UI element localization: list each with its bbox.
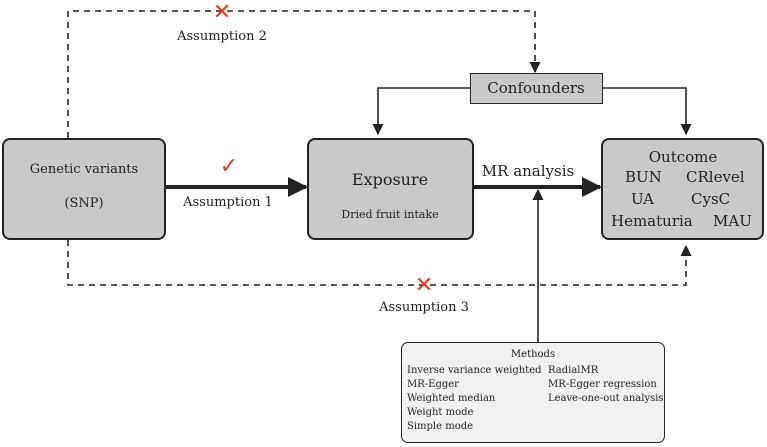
outcome-item-crlevel: CRlevel [686, 168, 745, 186]
outcome-box: Outcome BUN CRlevel UA CysC Hematuria MA… [601, 138, 764, 240]
assumption-2-label: Assumption 2 [177, 29, 267, 44]
cross-mark-icon: ✕ [212, 0, 232, 25]
outcome-item-hematuria: Hematuria [611, 212, 693, 230]
exposure-subtitle: Dried fruit intake [341, 208, 439, 221]
method-ivw: Inverse variance weighted [407, 365, 542, 376]
method-weighted-median: Weighted median [407, 393, 496, 404]
outcome-item-cysc: CysC [691, 190, 731, 208]
check-mark-icon: ✓ [219, 154, 239, 179]
exposure-title: Exposure [351, 170, 429, 189]
method-mr-egger-regression: MR-Egger regression [548, 379, 657, 390]
method-radialmr: RadialMR [548, 365, 599, 376]
methods-list-right: RadialMR MR-Egger regression Leave-one-o… [548, 364, 664, 406]
method-leave-one-out: Leave-one-out analysis [548, 393, 664, 404]
mr-analysis-label: MR analysis [481, 162, 575, 180]
assumption-2-path [67, 10, 541, 138]
confounders-to-exposure-arrow [372, 87, 470, 136]
outcome-item-ua: UA [631, 190, 655, 208]
genetic-variants-title: Genetic variants [29, 162, 139, 177]
methods-box: Methods Inverse variance weighted MR-Egg… [401, 342, 665, 443]
method-simple-mode: Simple mode [407, 421, 474, 432]
assumption-3-label: Assumption 3 [379, 300, 469, 315]
genetic-variants-subtitle: (SNP) [64, 196, 104, 211]
exposure-box: Exposure Dried fruit intake [307, 138, 474, 240]
genetic-variants-box: Genetic variants (SNP) [2, 138, 166, 240]
confounders-to-outcome-arrow [602, 87, 692, 136]
method-weight-mode: Weight mode [407, 407, 474, 418]
assumption-1-label: Assumption 1 [183, 195, 273, 210]
outcome-item-bun: BUN [625, 168, 662, 186]
method-mr-egger: MR-Egger [407, 379, 459, 390]
cross-mark-icon: ✕ [414, 273, 434, 298]
outcome-item-mau: MAU [713, 212, 752, 230]
confounders-box: Confounders [470, 73, 603, 104]
confounders-title: Confounders [487, 79, 585, 97]
methods-list-left: Inverse variance weighted MR-Egger Weigh… [407, 364, 542, 434]
methods-title: Methods [510, 349, 556, 360]
assumption-3-path [67, 240, 692, 286]
outcome-title: Outcome [648, 148, 718, 166]
